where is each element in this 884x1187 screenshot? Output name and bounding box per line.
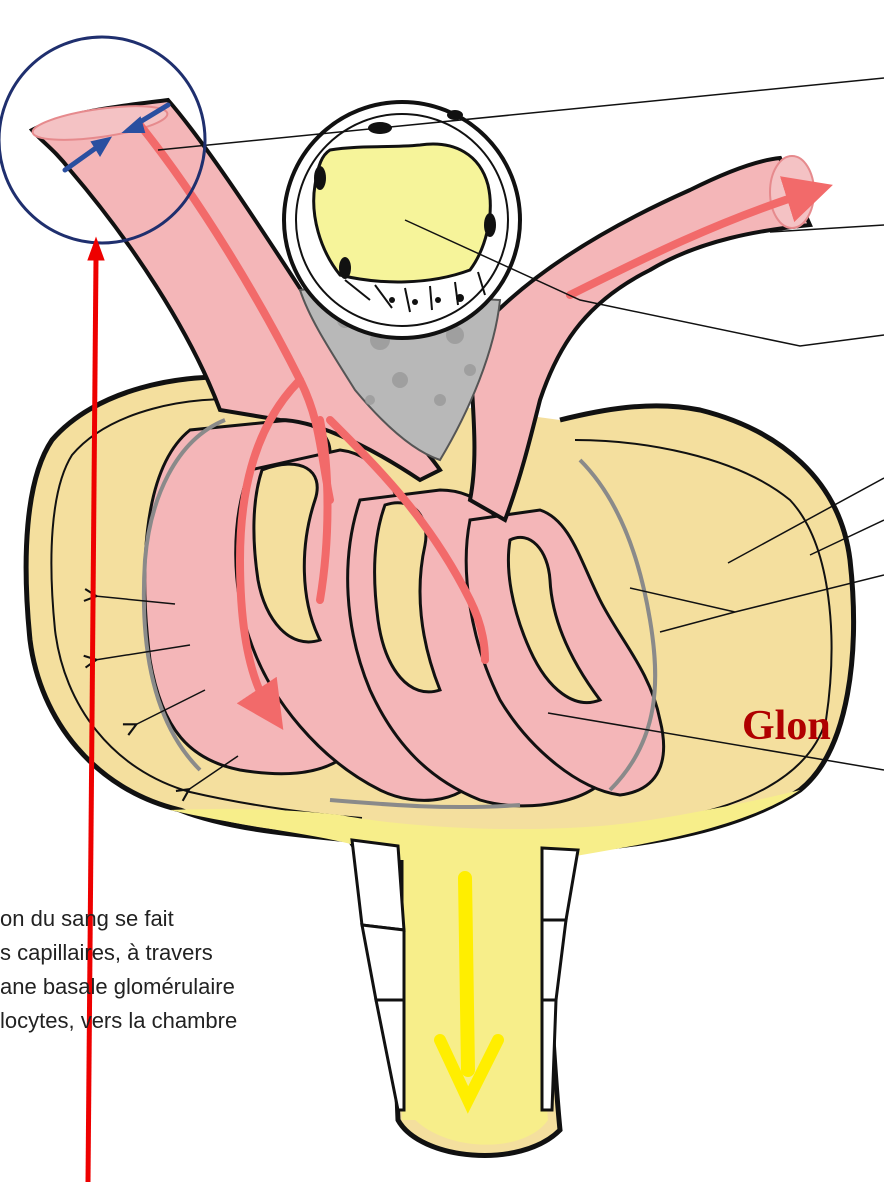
- tubule-lumen: [314, 144, 491, 282]
- caption-line-4: locytes, vers la chambre: [0, 1008, 237, 1034]
- caption-line-2: s capillaires, à travers: [0, 940, 213, 966]
- urine-flow-arrow: [465, 878, 468, 1070]
- caption-line-3: ane basale glomérulaire: [0, 974, 235, 1000]
- caption-line-1: on du sang se fait: [0, 906, 174, 932]
- diagram-title: Glon: [742, 702, 831, 750]
